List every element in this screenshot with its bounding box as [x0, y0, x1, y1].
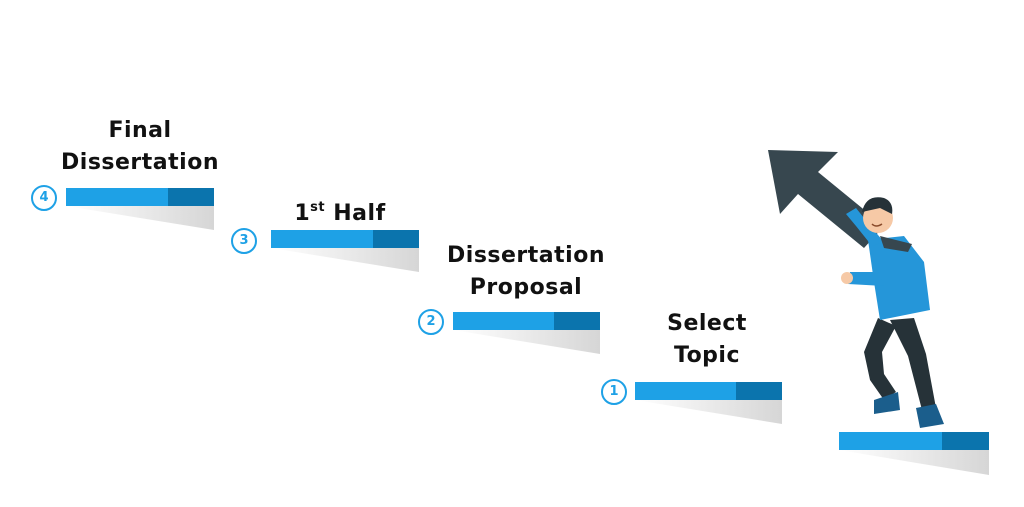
- step-4-label-line1: Final: [108, 118, 172, 143]
- step-3-platform: [271, 230, 419, 272]
- step-2-label-line1: Dissertation: [447, 243, 605, 268]
- base-platform: [839, 432, 989, 475]
- step-3-label: 1st Half: [270, 192, 410, 230]
- step-3-label-rest: Half: [325, 201, 386, 226]
- step-4-number: 4: [31, 185, 57, 211]
- step-2-label-line2: Proposal: [469, 275, 583, 300]
- step-4-label: Final Dissertation: [48, 115, 232, 179]
- step-1-platform: [635, 382, 782, 424]
- step-3-number: 3: [231, 228, 257, 254]
- climbing-person-illustration: [841, 197, 944, 428]
- step-1-label: Select Topic: [640, 308, 774, 372]
- step-1-number: 1: [601, 379, 627, 405]
- step-2-label: Dissertation Proposal: [440, 240, 612, 304]
- step-1-label-line2: Topic: [673, 343, 741, 368]
- step-4-label-line2: Dissertation: [61, 150, 219, 175]
- step-3-label-sup: st: [310, 200, 326, 215]
- step-2-platform: [453, 312, 600, 354]
- step-1-label-line1: Select: [667, 311, 747, 336]
- step-3-label-main: 1: [294, 201, 311, 226]
- step-4-platform: [66, 188, 214, 230]
- step-2-number: 2: [418, 309, 444, 335]
